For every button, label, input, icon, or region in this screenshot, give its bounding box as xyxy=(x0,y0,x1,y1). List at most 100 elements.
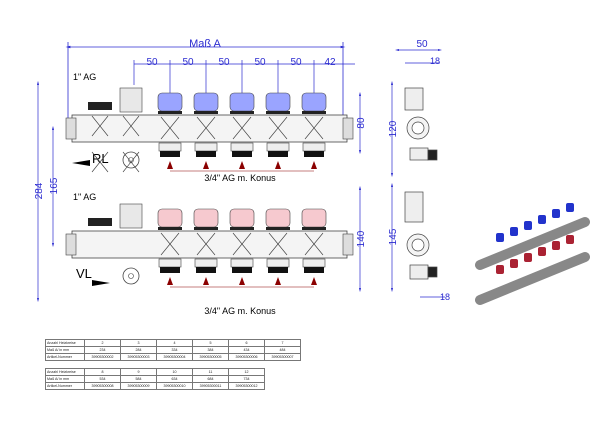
table-cell: 534 xyxy=(84,375,121,383)
outlet-arrow-icon xyxy=(167,161,173,169)
table-cell: 484 xyxy=(264,346,301,354)
table-cell: 384 xyxy=(192,346,229,354)
flow-arrow-icon xyxy=(92,280,110,286)
side-lower-label: 145 xyxy=(388,228,399,245)
outlet xyxy=(193,92,219,169)
valve-cap xyxy=(265,92,291,112)
side-width-label: 50 xyxy=(416,39,428,50)
outlet-arrow-icon xyxy=(275,277,281,285)
table-cell: 39905300009 xyxy=(120,382,157,390)
spacing-label: 50 xyxy=(254,57,266,68)
valve-cap xyxy=(157,208,183,228)
table-cell: 39905300008 xyxy=(84,382,121,390)
return-manifold xyxy=(65,87,354,172)
table-cell: 3 xyxy=(120,339,157,347)
outlet xyxy=(157,208,183,285)
photo-cap-blue xyxy=(510,227,518,236)
total-height-label: 284 xyxy=(34,182,45,199)
outlet-arrow-icon xyxy=(311,277,317,285)
end-offset-label: 42 xyxy=(324,57,336,68)
row-label: Artikel-Nummer xyxy=(45,353,85,361)
flow-label: VL xyxy=(76,266,92,281)
valve-cap xyxy=(265,208,291,228)
outlet xyxy=(229,208,255,285)
top-height-label: 80 xyxy=(356,117,367,129)
table-cell: 10 xyxy=(156,368,193,376)
row-label: Maß A/ in mm xyxy=(45,375,85,383)
valve-cap xyxy=(157,92,183,112)
connection-label-bottom: 1" AG xyxy=(73,192,96,202)
table-cell: 39905300005 xyxy=(192,353,229,361)
spacing-dimension-lines xyxy=(133,60,355,93)
photo-cap-blue xyxy=(566,203,574,212)
outlet xyxy=(157,92,183,169)
row-label: Artikel-Nummer xyxy=(45,382,85,390)
table-cell: 39905300012 xyxy=(228,382,265,390)
table-cell: 6 xyxy=(228,339,265,347)
outlet-arrow-icon xyxy=(239,161,245,169)
table-cell: 39905300003 xyxy=(120,353,157,361)
outlet-label-bottom: 3/4" AG m. Konus xyxy=(204,306,276,316)
table-cell: 7 xyxy=(264,339,301,347)
connection-label-top: 1" AG xyxy=(73,72,96,82)
outlet xyxy=(265,208,291,285)
table-cell: 4 xyxy=(156,339,193,347)
spacing-label: 50 xyxy=(146,57,158,68)
table-cell: 39905300007 xyxy=(264,353,301,361)
table-cell: 39905300004 xyxy=(156,353,193,361)
outlet xyxy=(301,208,327,285)
outlet xyxy=(229,92,255,169)
spacing-label: 50 xyxy=(290,57,302,68)
table-cell: 584 xyxy=(120,375,157,383)
valve-cap xyxy=(193,92,219,112)
inner-height-label: 165 xyxy=(49,177,60,194)
photo-cap-red xyxy=(538,247,546,256)
lower-height-label: 140 xyxy=(356,230,367,247)
return-label: RL xyxy=(92,151,109,166)
row-label: Anzahl Heizkreise xyxy=(45,368,85,376)
table-cell: 9 xyxy=(120,368,157,376)
product-photo xyxy=(475,203,590,305)
table-cell: 234 xyxy=(84,346,121,354)
outlet-arrow-icon xyxy=(311,161,317,169)
table-cell: 2 xyxy=(84,339,121,347)
photo-cap-blue xyxy=(552,209,560,218)
table-cell: 39905300006 xyxy=(228,353,265,361)
photo-cap-red xyxy=(552,241,560,250)
outlet xyxy=(193,208,219,285)
photo-cap-red xyxy=(566,235,574,244)
return-arrow-icon xyxy=(72,160,90,166)
vertical-dimension-lines xyxy=(36,48,445,303)
mass-a-label: Maß A xyxy=(189,38,221,50)
valve-cap xyxy=(229,92,255,112)
side-depth-top-label: 18 xyxy=(430,56,440,66)
photo-cap-blue xyxy=(496,233,504,242)
outlet-arrow-icon xyxy=(275,161,281,169)
outlet-arrow-icon xyxy=(167,277,173,285)
side-view xyxy=(404,87,438,280)
photo-cap-red xyxy=(510,259,518,268)
flow-manifold xyxy=(65,151,354,288)
table-cell: 11 xyxy=(192,368,229,376)
outlet-label-top: 3/4" AG m. Konus xyxy=(204,173,276,183)
outlet xyxy=(265,92,291,169)
row-label: Anzahl Heizkreise xyxy=(45,339,85,347)
table-cell: 39905300002 xyxy=(84,353,121,361)
table-cell: 434 xyxy=(228,346,265,354)
table-cell: 684 xyxy=(192,375,229,383)
spacing-label: 50 xyxy=(218,57,230,68)
side-depth-bottom-label: 18 xyxy=(440,292,450,302)
table-cell: 8 xyxy=(84,368,121,376)
outlet-arrow-icon xyxy=(203,161,209,169)
valve-cap xyxy=(301,92,327,112)
outlet-arrow-icon xyxy=(239,277,245,285)
valve-cap xyxy=(301,208,327,228)
photo-cap-blue xyxy=(524,221,532,230)
